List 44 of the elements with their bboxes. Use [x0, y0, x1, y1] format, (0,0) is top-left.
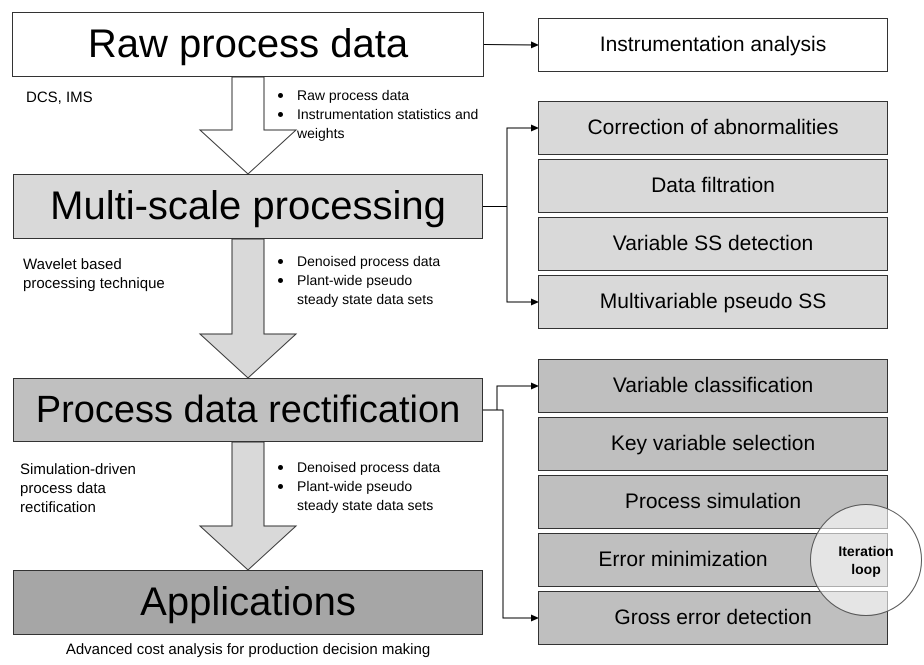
box-title: Process simulation — [624, 490, 802, 514]
process-box — [13, 174, 483, 239]
box-title: Gross error detection — [614, 606, 812, 630]
box-title: Data filtration — [651, 174, 775, 198]
step-box — [538, 101, 888, 155]
bullet-item: Raw process data — [297, 86, 410, 105]
box-title: Key variable selection — [610, 432, 816, 456]
block-arrow — [198, 238, 298, 379]
annotation-text: Simulation-driven process data rectification — [20, 460, 137, 517]
process-box — [12, 12, 484, 77]
step-box — [538, 591, 888, 645]
process-box — [538, 18, 888, 72]
process-box — [13, 378, 483, 442]
step-box — [538, 275, 888, 329]
bullet-item: Denoised process data — [297, 458, 442, 477]
step-box — [538, 217, 888, 271]
bullet-item: Instrumentation statistics and weights — [297, 105, 480, 143]
box-title: Multivariable pseudo SS — [600, 290, 826, 314]
box-title: Correction of abnormalities — [588, 116, 838, 140]
box-title: Variable SS detection — [612, 232, 814, 256]
box-title: Error minimization — [598, 548, 768, 572]
box-title: Process data rectification — [36, 388, 460, 432]
step-box — [538, 417, 888, 471]
step-box — [538, 475, 888, 529]
box-title: Multi-scale processing — [50, 184, 446, 229]
arrow — [484, 41, 539, 48]
box-title: Variable classification — [612, 374, 814, 398]
bullet-item: Plant-wide pseudo steady state data sets — [297, 271, 434, 309]
box-title: Applications — [140, 580, 356, 625]
arrow — [482, 410, 539, 622]
annotation-text: Wavelet based processing technique — [23, 255, 166, 293]
step-box — [538, 359, 888, 413]
caption-text: Advanced cost analysis for production decision making — [64, 641, 432, 658]
bullet-item: Denoised process data — [297, 252, 442, 271]
step-box — [538, 159, 888, 213]
arrow — [482, 206, 539, 306]
annotation-text: DCS, IMS — [26, 88, 94, 107]
process-box — [13, 570, 483, 635]
box-title: Instrumentation analysis — [600, 33, 826, 57]
bullet-item: Plant-wide pseudo steady state data sets — [297, 477, 434, 515]
block-arrow — [198, 76, 298, 175]
loop-label: Iteration loop — [837, 542, 895, 578]
block-arrow — [198, 442, 298, 571]
box-title: Raw process data — [88, 22, 408, 67]
